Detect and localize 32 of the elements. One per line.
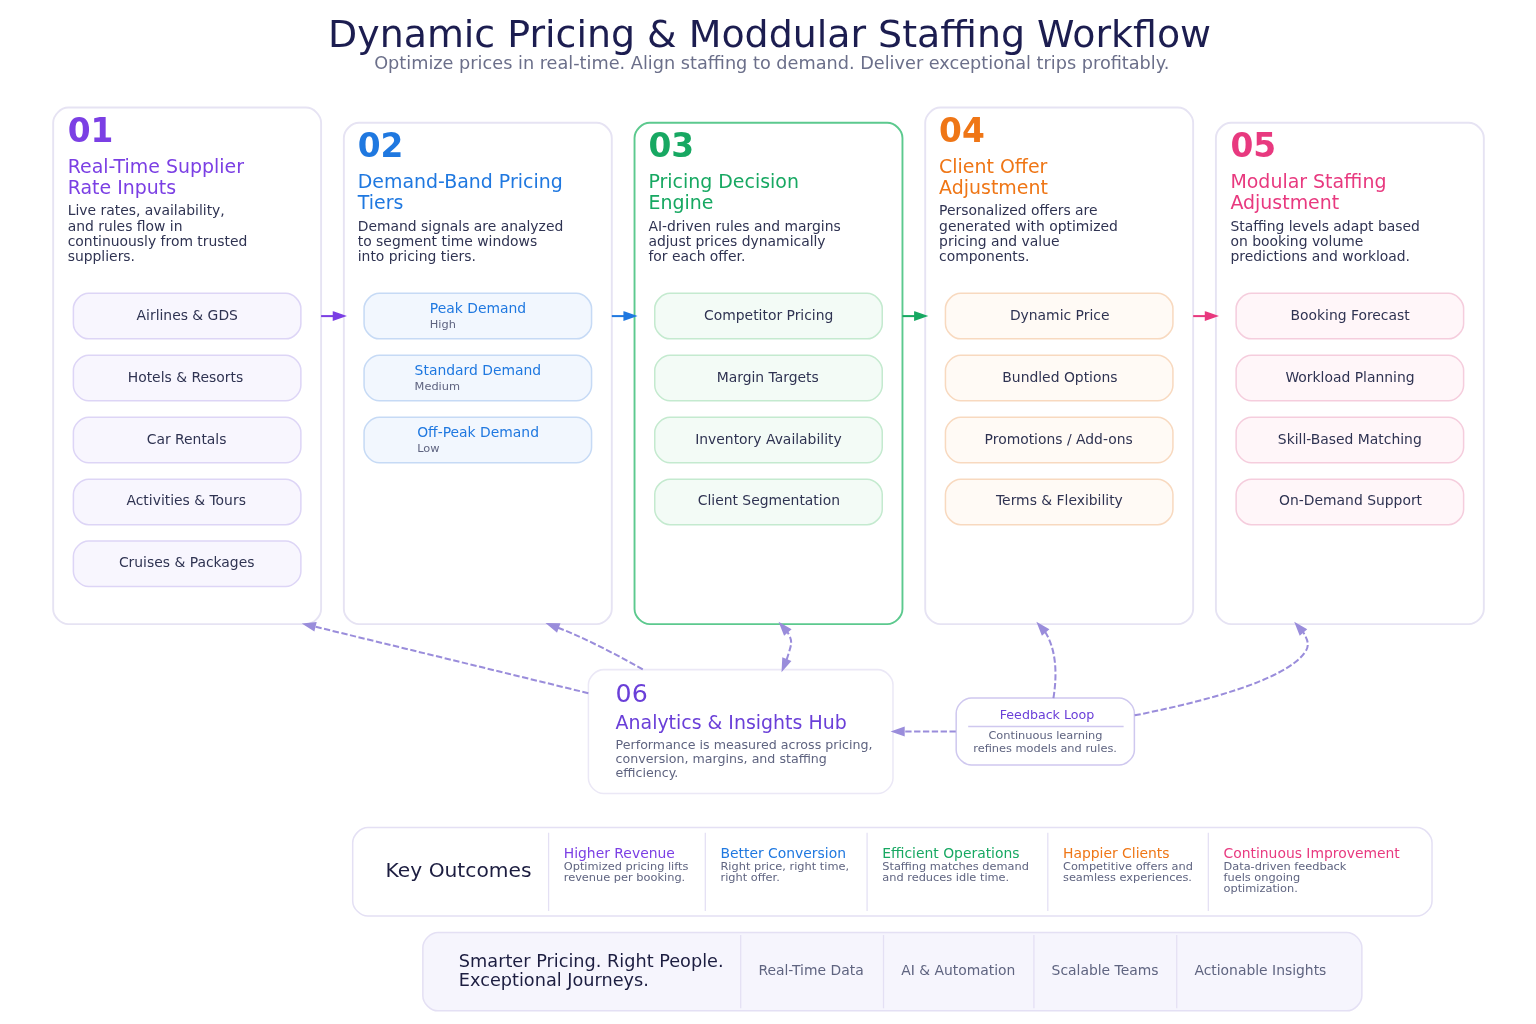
node-box: Cruises & Packages: [72, 540, 302, 588]
arrow: [778, 621, 792, 673]
node-box: Off-Peak Demand Low: [362, 416, 592, 464]
node-box: Car Rentals: [72, 416, 302, 464]
arrow: [301, 621, 589, 695]
node-box: Bundled Options: [944, 354, 1174, 402]
node-box: Margin Targets: [653, 354, 883, 402]
arrow: [320, 311, 347, 322]
arrow: [890, 726, 956, 737]
node-box: Airlines & GDS: [72, 292, 302, 340]
arrow: [1035, 621, 1056, 699]
node-box: Feedback Loop Continuous learning refines models and rules.: [954, 697, 1135, 766]
node-box: Promotions / Add-ons: [944, 416, 1174, 464]
arrow: [544, 623, 643, 671]
node-box: Key Outcomes Higher Revenue Optimized pricing lifts revenue per booking. Better Conversion Right price, right time, right offer. Efficient Operations Staffing matches demand and reduces idle time. Happier Clients Competitive offers and seamless experiences. Continuous Improvement Data-driven feedback fuels ongoing optimization.: [351, 826, 1433, 917]
node-box: 06 Analytics & Insights Hub Performance is measured across pricing, conversion, margins, and staffing efficiency.: [587, 668, 894, 795]
node-box: Hotels & Resorts: [72, 354, 302, 402]
node-box: Competitor Pricing: [653, 292, 883, 340]
arrow: [901, 311, 928, 322]
node-box: Client Segmentation: [653, 478, 883, 526]
node-box: On-Demand Support: [1234, 478, 1464, 526]
node-box: Peak Demand High: [362, 292, 592, 340]
node-box: Booking Forecast: [1234, 292, 1464, 340]
node-box: Inventory Availability: [653, 416, 883, 464]
node-box: Terms & Flexibility: [944, 478, 1174, 526]
node-box: Activities & Tours: [72, 478, 302, 526]
node-box: Standard Demand Medium: [362, 354, 592, 402]
node-box: Workload Planning: [1234, 354, 1464, 402]
node-box: Dynamic Price: [944, 292, 1174, 340]
node-box: Skill-Based Matching: [1234, 416, 1464, 464]
arrow: [1133, 621, 1309, 717]
arrow: [1192, 311, 1219, 322]
